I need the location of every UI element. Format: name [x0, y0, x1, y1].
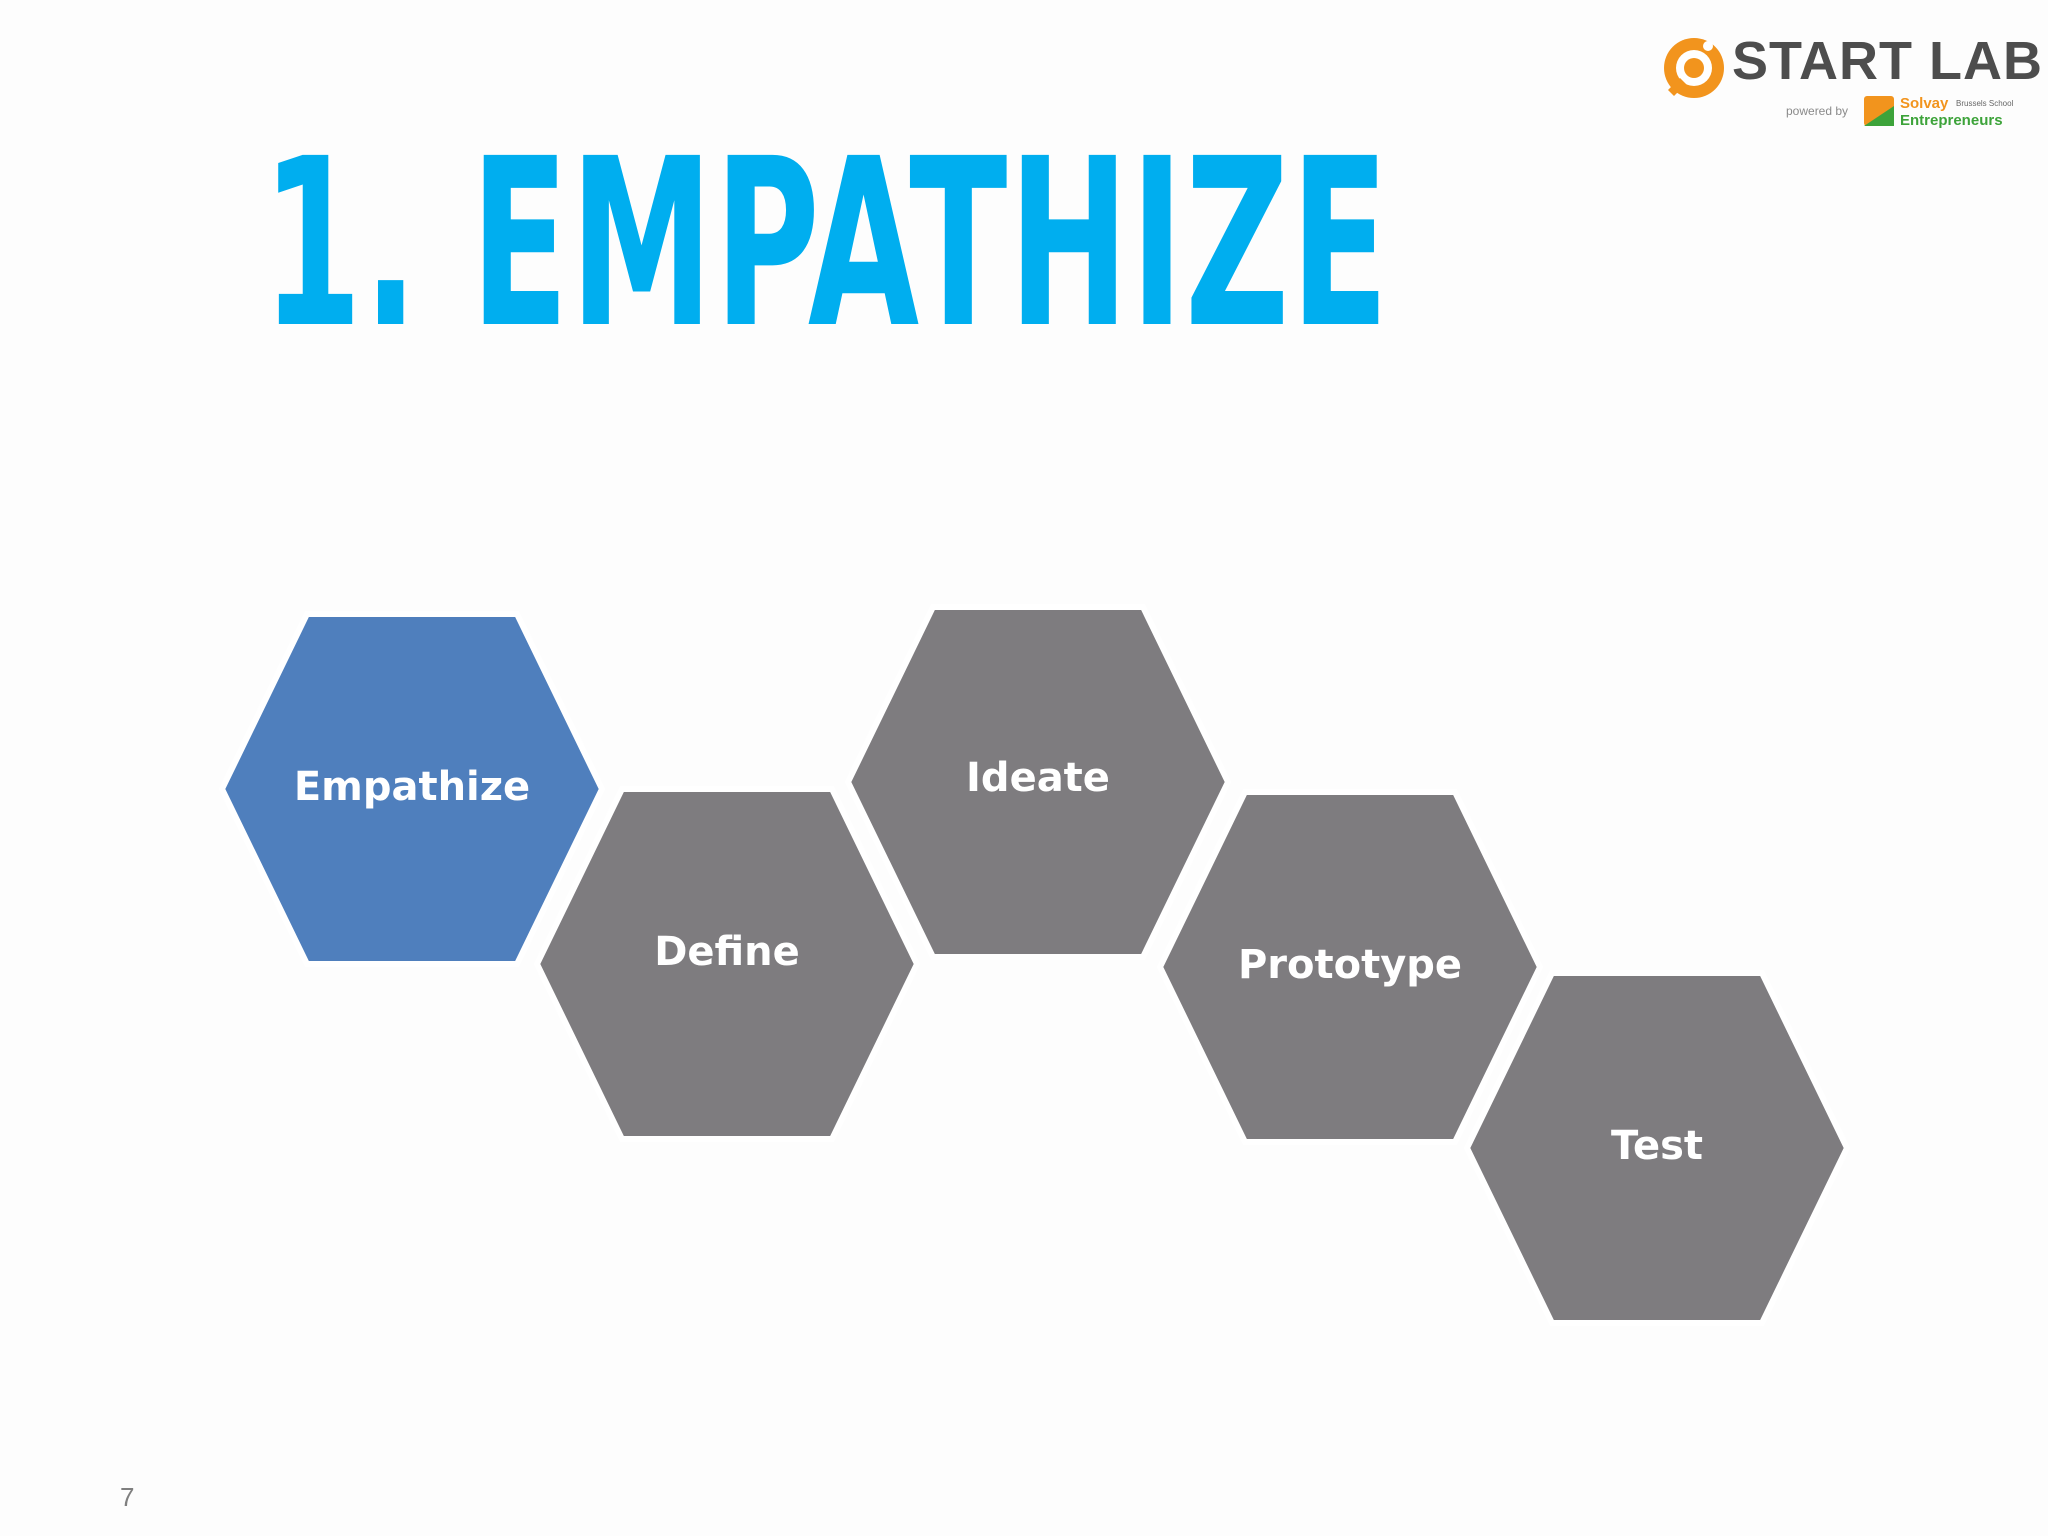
hexagon-step-test: Test: [1463, 970, 1851, 1326]
logo-title: START LAB: [1732, 31, 2043, 91]
solvay-square-icon: [1864, 96, 1894, 126]
hexagon-step-define: Define: [533, 786, 921, 1142]
start-lab-logo: START LAB powered by Solvay Brussels Sch…: [1660, 30, 2042, 140]
hexagon-label-ideate: Ideate: [966, 755, 1110, 801]
hexagon-shape-empathize: [218, 611, 606, 967]
logo-partner-school: Brussels School: [1956, 99, 2014, 108]
hexagon-label-empathize: Empathize: [294, 764, 530, 810]
slide-title: 1. EMPATHIZE: [262, 109, 1391, 379]
logo-partner-entrepreneurs: Entrepreneurs: [1900, 112, 2003, 129]
hexagon-step-ideate: Ideate: [844, 604, 1232, 960]
logo-partner-solvay: Solvay: [1900, 95, 1949, 112]
hexagon-shape-define: [533, 786, 921, 1142]
logo-powered-by: powered by: [1786, 104, 1849, 118]
hexagon-shape-ideate: [844, 604, 1232, 960]
hexagon-shape-test: [1463, 970, 1851, 1326]
start-lab-emblem-icon: [1664, 38, 1724, 98]
hexagon-label-prototype: Prototype: [1238, 942, 1462, 988]
hexagon-step-empathize: Empathize: [218, 611, 606, 967]
page-number: 7: [120, 1482, 135, 1512]
hexagon-shape-prototype: [1156, 789, 1544, 1145]
hexagon-label-define: Define: [654, 929, 800, 975]
hexagon-label-test: Test: [1611, 1123, 1703, 1169]
hexagon-step-prototype: Prototype: [1156, 789, 1544, 1145]
